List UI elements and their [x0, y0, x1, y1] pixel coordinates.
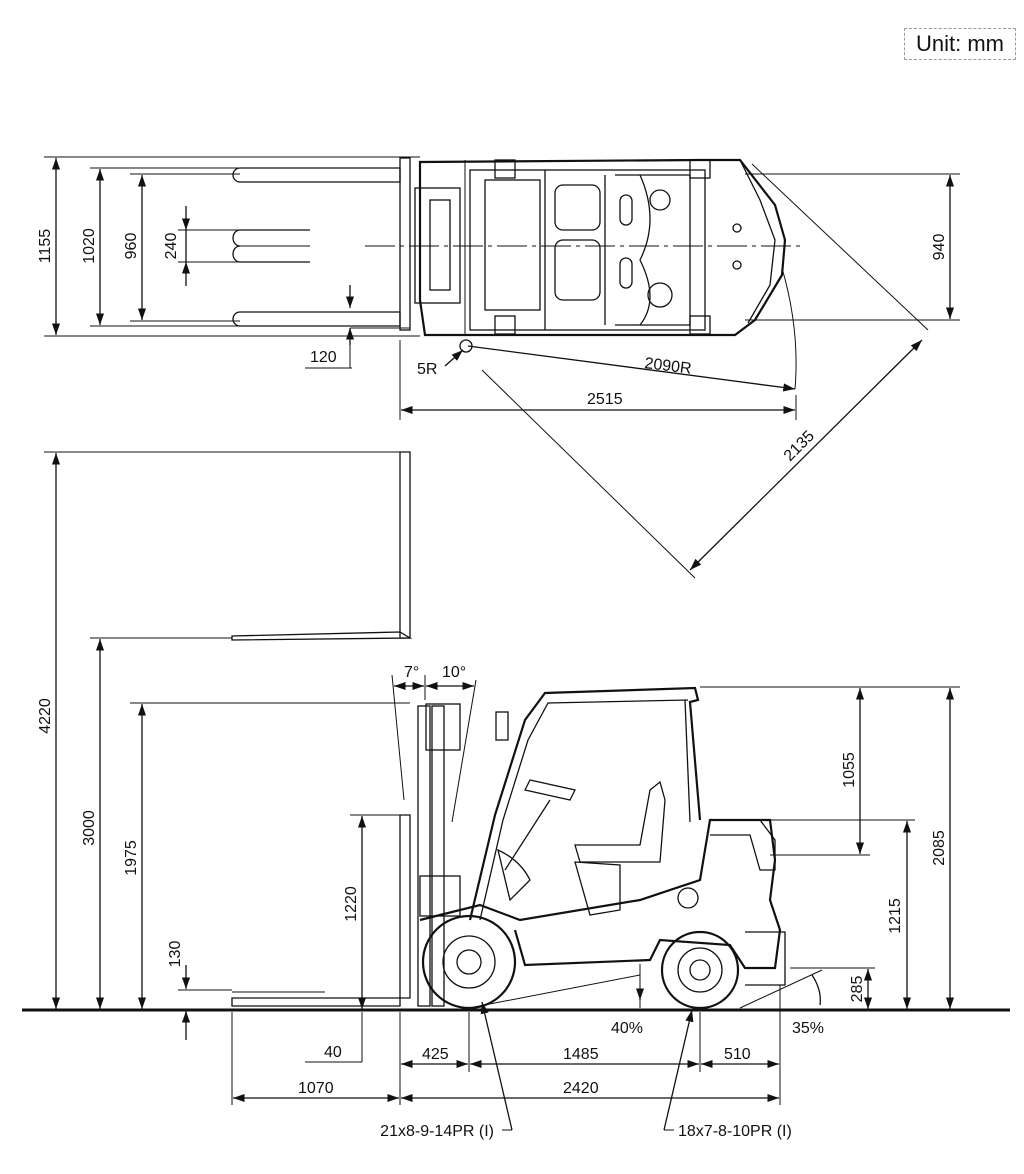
dim-ground-clearance: 40: [324, 1044, 342, 1061]
dim-rear-clearance: 285: [849, 976, 866, 1003]
dim-max-lift-height: 4220: [37, 698, 54, 734]
side-view: 4220 3000 1975 1220 130 40 7° 10°: [22, 451, 1010, 1140]
dim-outer-turning-radius: 2090R: [644, 355, 693, 378]
dim-fork-thickness: 130: [167, 941, 184, 968]
dim-width-inner-forks: 960: [123, 233, 140, 260]
dim-fork-gap: 240: [163, 233, 180, 260]
dim-gradeability-rear: 35%: [792, 1020, 824, 1037]
dim-overhead-guard-height: 1055: [841, 752, 858, 788]
dim-rear-overhang: 510: [724, 1046, 751, 1063]
rear-tire-label: 18x7-8-10PR (I): [678, 1123, 792, 1140]
dim-fork-length: 1070: [298, 1080, 334, 1097]
dim-overall-length-top: 2515: [587, 391, 623, 408]
dim-gradeability-front: 40%: [611, 1020, 643, 1037]
top-view: 1155 1020 960 240 120: [37, 156, 960, 579]
dim-tilt-forward: 7°: [404, 664, 419, 681]
dim-length-to-fork-face: 2420: [563, 1080, 599, 1097]
dim-front-overhang: 425: [422, 1046, 449, 1063]
dim-free-lift: 3000: [81, 810, 98, 846]
dim-mast-lowered-height: 1975: [123, 840, 140, 876]
unit-label: Unit: mm: [904, 28, 1016, 60]
dim-aisle-diagonal: 2135: [781, 428, 818, 465]
dim-inner-turning-radius: 5R: [417, 361, 437, 378]
front-tire-label: 21x8-9-14PR (I): [380, 1123, 494, 1140]
dim-wheelbase: 1485: [563, 1046, 599, 1063]
dim-seat-height: 1215: [887, 898, 904, 934]
dim-width-outer-forks: 1020: [81, 228, 98, 264]
dim-width-overall: 1155: [37, 229, 54, 264]
dim-rear-width: 940: [931, 234, 948, 261]
dim-tilt-backward: 10°: [442, 664, 466, 681]
dim-overall-height: 2085: [931, 830, 948, 866]
dim-fork-thickness-offset: 120: [310, 349, 337, 366]
dim-fork-lift-low: 1220: [343, 886, 360, 922]
